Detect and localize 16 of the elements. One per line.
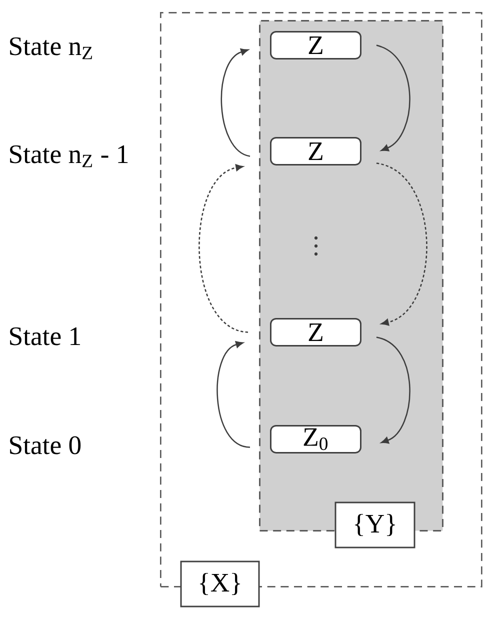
arrow bbox=[216, 341, 250, 448]
state-label: State 1 bbox=[10, 327, 80, 346]
state-box: Z$_{0}$ bbox=[270, 425, 362, 454]
arrow bbox=[198, 164, 248, 333]
state-box: Z bbox=[270, 31, 362, 60]
state-label: State n$_{Z}$ bbox=[10, 37, 92, 60]
label-tab: {X} bbox=[180, 560, 260, 608]
arrow bbox=[376, 336, 410, 444]
state-box: Z bbox=[270, 318, 362, 346]
arrow bbox=[376, 44, 410, 152]
state-label: State n$_{Z}$ - 1 bbox=[10, 145, 128, 168]
label-tab: {Y} bbox=[334, 502, 416, 548]
arrow bbox=[220, 48, 250, 157]
state-box: Z bbox=[270, 137, 362, 166]
arrow bbox=[376, 162, 428, 326]
state-label: State 0 bbox=[10, 436, 81, 454]
